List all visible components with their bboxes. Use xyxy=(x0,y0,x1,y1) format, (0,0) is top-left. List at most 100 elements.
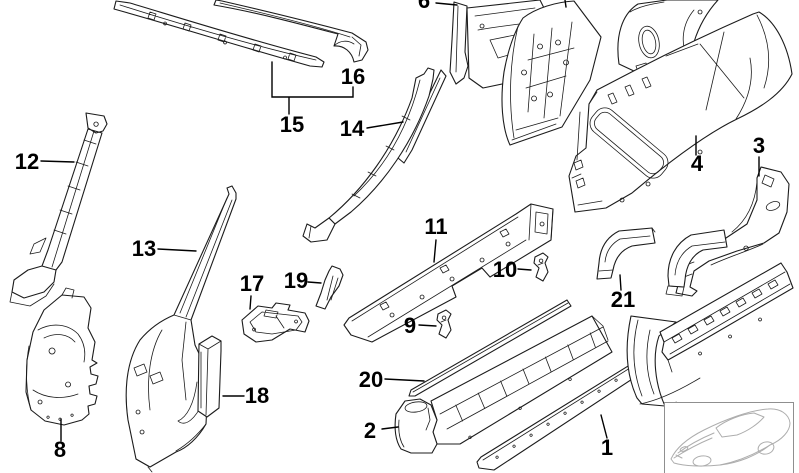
part-10-outline xyxy=(533,252,549,282)
leader-12 xyxy=(40,160,75,163)
part-17-drawing xyxy=(241,302,310,343)
car-thumbnail xyxy=(664,402,794,473)
car-rear-wheel xyxy=(757,441,775,455)
part-19-drawing xyxy=(315,265,344,310)
part-label-14[interactable]: 14 xyxy=(340,116,365,141)
channel-piece-details xyxy=(665,241,726,297)
part-12-details xyxy=(9,121,99,307)
part-4-opening-inner xyxy=(594,111,664,175)
part-label-15[interactable]: 15 xyxy=(280,112,304,137)
inner-quarter-panel-details xyxy=(510,21,575,141)
car-silhouette-details xyxy=(673,412,771,466)
part-label-21[interactable]: 21 xyxy=(611,287,635,312)
part-13-drawing xyxy=(125,185,237,473)
part-14-foot xyxy=(302,217,336,243)
leader-17 xyxy=(249,295,252,310)
part-label-17[interactable]: 17 xyxy=(240,271,264,296)
part-label-19[interactable]: 19 xyxy=(284,268,308,293)
part-label-13[interactable]: 13 xyxy=(132,236,156,261)
channel-piece-drawing xyxy=(665,229,728,297)
part-19-details xyxy=(326,275,339,301)
wheelhouse-oval-hole xyxy=(638,25,660,59)
part-label-4[interactable]: 4 xyxy=(691,151,704,176)
leader-20 xyxy=(384,378,425,382)
inner-quarter-panel-outline xyxy=(501,0,602,146)
leader-1 xyxy=(600,414,608,439)
part-12-drawing xyxy=(9,112,108,307)
part-10-details xyxy=(537,258,544,266)
part-label-1[interactable]: 1 xyxy=(601,435,613,460)
part-1-details xyxy=(482,357,647,461)
leader-11 xyxy=(433,239,437,263)
rocker-panel-drawing xyxy=(626,262,794,411)
car-headlight xyxy=(679,446,689,452)
part-17-details xyxy=(249,309,303,335)
leader-15-16-bracket xyxy=(271,61,354,115)
part-11-details xyxy=(351,203,554,338)
part-12-outline xyxy=(11,112,108,299)
part-2-end-cap-outline xyxy=(394,398,438,454)
part-8-outline xyxy=(25,294,99,426)
callout-labels: 1 2 3 4 6 8 9 10 11 12 13 14 15 16 17 18… xyxy=(15,0,765,462)
part-label-2[interactable]: 2 xyxy=(364,418,376,443)
part-9-details xyxy=(440,315,447,323)
wheelhouse-oval-inner xyxy=(641,29,657,55)
part-16-outline xyxy=(213,0,369,63)
inner-quarter-panel-drawing xyxy=(501,0,602,146)
rocker-blade-outline xyxy=(659,262,794,361)
part-label-6[interactable]: 6 xyxy=(418,0,430,13)
part-3-drawing xyxy=(671,166,790,297)
part-18-outline xyxy=(197,335,222,418)
part-2-cap-oval xyxy=(404,401,428,413)
channel-piece-outline xyxy=(667,229,728,288)
part-label-8[interactable]: 8 xyxy=(54,437,66,462)
part-10-drawing xyxy=(533,252,549,282)
part-20-drawing xyxy=(408,299,572,397)
part-2-drawing xyxy=(394,315,613,454)
leader-lines xyxy=(40,0,760,442)
part-2-body-outline xyxy=(430,315,613,445)
part-17-outline xyxy=(241,302,310,343)
part-14-outline xyxy=(328,67,435,225)
part-label-3[interactable]: 3 xyxy=(753,133,765,158)
part-label-10[interactable]: 10 xyxy=(493,257,517,282)
part-4-outline xyxy=(568,11,793,213)
part-label-20[interactable]: 20 xyxy=(359,367,383,392)
leader-10 xyxy=(517,268,532,271)
part-18-drawing xyxy=(197,335,222,418)
part-label-11[interactable]: 11 xyxy=(424,214,447,239)
part-15-details xyxy=(119,4,317,62)
part-16-details xyxy=(219,2,362,57)
rocker-foot-outline xyxy=(626,315,677,407)
part-21-details xyxy=(598,227,656,272)
blade-detail xyxy=(405,77,441,153)
part-8-details xyxy=(26,287,86,421)
leader-19 xyxy=(307,281,322,284)
part-6-blade-outline xyxy=(449,1,469,85)
part-label-9[interactable]: 9 xyxy=(404,313,416,338)
part-8-drawing xyxy=(25,287,99,426)
part-19-outline xyxy=(315,265,344,310)
leader-21 xyxy=(619,274,622,291)
leader-6 xyxy=(435,2,458,6)
part-13-details xyxy=(133,197,233,473)
part-2-details xyxy=(398,315,609,448)
part-label-16[interactable]: 16 xyxy=(341,64,365,89)
part-4-opening xyxy=(589,107,669,179)
part-9-drawing xyxy=(436,309,452,339)
leader-13 xyxy=(157,248,197,252)
part-4-details xyxy=(571,14,770,206)
part-label-12[interactable]: 12 xyxy=(15,149,39,174)
part-20-details xyxy=(412,302,569,393)
part-14-drawing xyxy=(302,67,435,243)
part-21-drawing xyxy=(596,227,656,280)
part-11-drawing xyxy=(343,203,554,343)
part-21-outline xyxy=(596,227,656,280)
part-15-outline xyxy=(113,0,325,68)
part-label-18[interactable]: 18 xyxy=(245,383,269,408)
part-15-drawing xyxy=(113,0,325,68)
part-18-details xyxy=(198,340,222,416)
part-13-outline xyxy=(125,185,237,468)
part-16-drawing xyxy=(213,0,369,63)
